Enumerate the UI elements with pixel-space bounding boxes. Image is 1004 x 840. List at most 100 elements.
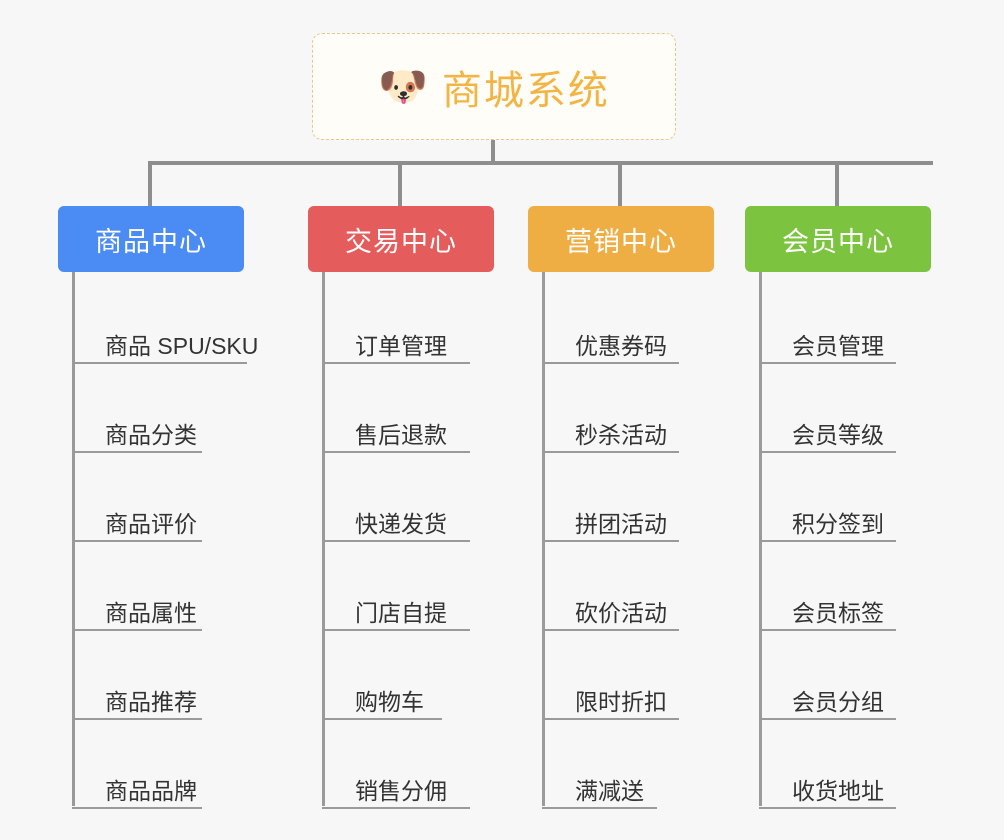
category-header-label: 交易中心 [345, 226, 457, 257]
leaf-item-label: 商品属性 [105, 599, 197, 626]
leaf-item-label: 积分签到 [792, 510, 884, 537]
connector-horizontal-bus [148, 161, 933, 165]
connector-drop-product-center [148, 161, 152, 206]
leaf-item-label: 会员管理 [792, 332, 884, 359]
leaf-item[interactable]: 会员标签 [745, 542, 931, 631]
leaf-item-label: 砍价活动 [575, 599, 667, 626]
leaf-item[interactable]: 订单管理 [308, 275, 494, 364]
leaf-item-underline [759, 629, 896, 631]
leaf-item-underline [759, 807, 896, 809]
root-node-title: 商城系统 [441, 68, 610, 113]
category-header-label: 会员中心 [782, 226, 894, 257]
leaf-item-label: 秒杀活动 [575, 421, 667, 448]
leaf-item-label: 商品推荐 [105, 688, 197, 715]
leaf-item-underline [759, 451, 896, 453]
leaf-item[interactable]: 优惠券码 [528, 275, 714, 364]
category-header-member-center[interactable]: 会员中心 [745, 206, 931, 272]
category-header-marketing-center[interactable]: 营销中心 [528, 206, 714, 272]
leaf-list-trade-center: 订单管理售后退款快递发货门店自提购物车销售分佣 [308, 272, 494, 809]
leaf-item-underline [322, 362, 470, 364]
leaf-item-label: 收货地址 [792, 777, 884, 804]
leaf-item[interactable]: 商品推荐 [58, 631, 258, 720]
connector-trunk-marketing-center [542, 272, 545, 806]
leaf-list-product-center: 商品 SPU/SKU 商品分类商品评价商品属性商品推荐商品品牌 [58, 272, 258, 809]
leaf-item-label: 销售分佣 [355, 777, 447, 804]
leaf-item-label: 售后退款 [355, 421, 447, 448]
leaf-item[interactable]: 商品属性 [58, 542, 258, 631]
leaf-item-label: 门店自提 [355, 599, 447, 626]
leaf-list-marketing-center: 优惠券码秒杀活动拼团活动砍价活动限时折扣满减送 [528, 272, 714, 809]
leaf-item[interactable]: 拼团活动 [528, 453, 714, 542]
leaf-item-underline [322, 540, 470, 542]
leaf-item-underline [542, 362, 679, 364]
leaf-item[interactable]: 砍价活动 [528, 542, 714, 631]
root-node-mall-system[interactable]: 🐶 商城系统 [312, 33, 676, 140]
leaf-item[interactable]: 商品 SPU/SKU [58, 275, 258, 364]
leaf-item-label: 优惠券码 [575, 332, 667, 359]
connector-drop-marketing-center [618, 161, 622, 206]
leaf-item-underline [759, 362, 896, 364]
leaf-item-label: 会员分组 [792, 688, 884, 715]
connector-trunk-trade-center [322, 272, 325, 806]
leaf-item-underline [542, 718, 679, 720]
leaf-item-label: 限时折扣 [575, 688, 667, 715]
leaf-item[interactable]: 会员分组 [745, 631, 931, 720]
leaf-item[interactable]: 商品品牌 [58, 720, 258, 809]
leaf-item[interactable]: 售后退款 [308, 364, 494, 453]
leaf-item[interactable]: 满减送 [528, 720, 714, 809]
leaf-item[interactable]: 积分签到 [745, 453, 931, 542]
leaf-item-underline [72, 362, 247, 364]
leaf-item-underline [322, 718, 442, 720]
leaf-item-underline [322, 629, 470, 631]
leaf-item-underline [72, 807, 202, 809]
leaf-item[interactable]: 门店自提 [308, 542, 494, 631]
column-marketing-center: 营销中心优惠券码秒杀活动拼团活动砍价活动限时折扣满减送 [528, 206, 714, 809]
leaf-item-underline [72, 629, 202, 631]
leaf-item-underline [72, 540, 202, 542]
leaf-item-underline [322, 451, 470, 453]
category-header-label: 商品中心 [95, 226, 207, 257]
leaf-item-label: 满减送 [575, 777, 644, 804]
leaf-item-underline [72, 451, 202, 453]
leaf-item[interactable]: 收货地址 [745, 720, 931, 809]
category-header-trade-center[interactable]: 交易中心 [308, 206, 494, 272]
leaf-list-member-center: 会员管理会员等级积分签到会员标签会员分组收货地址 [745, 272, 931, 809]
category-header-product-center[interactable]: 商品中心 [58, 206, 244, 272]
leaf-item-label: 拼团活动 [575, 510, 667, 537]
leaf-item-label: 订单管理 [355, 332, 447, 359]
leaf-item-underline [542, 629, 679, 631]
category-header-label: 营销中心 [565, 226, 677, 257]
leaf-item[interactable]: 商品评价 [58, 453, 258, 542]
leaf-item[interactable]: 限时折扣 [528, 631, 714, 720]
leaf-item[interactable]: 快递发货 [308, 453, 494, 542]
column-trade-center: 交易中心订单管理售后退款快递发货门店自提购物车销售分佣 [308, 206, 494, 809]
leaf-item-underline [759, 540, 896, 542]
shiba-dog-icon: 🐶 [378, 64, 428, 109]
connector-trunk-member-center [759, 272, 762, 806]
leaf-item[interactable]: 会员管理 [745, 275, 931, 364]
column-member-center: 会员中心会员管理会员等级积分签到会员标签会员分组收货地址 [745, 206, 931, 809]
leaf-item-underline [72, 718, 202, 720]
connector-root-stem [491, 140, 495, 164]
leaf-item[interactable]: 会员等级 [745, 364, 931, 453]
leaf-item-label: 快递发货 [355, 510, 447, 537]
leaf-item-underline [542, 540, 679, 542]
connector-drop-member-center [835, 161, 839, 206]
leaf-item-label: 商品 SPU/SKU [105, 332, 259, 359]
connector-drop-trade-center [398, 161, 402, 206]
leaf-item-label: 会员标签 [792, 599, 884, 626]
leaf-item-underline [759, 718, 896, 720]
leaf-item[interactable]: 秒杀活动 [528, 364, 714, 453]
leaf-item[interactable]: 商品分类 [58, 364, 258, 453]
leaf-item-label: 购物车 [355, 688, 424, 715]
leaf-item-label: 商品品牌 [105, 777, 197, 804]
leaf-item-underline [542, 451, 679, 453]
leaf-item-label: 商品分类 [105, 421, 197, 448]
leaf-item-label: 商品评价 [105, 510, 197, 537]
connector-trunk-product-center [72, 272, 75, 806]
leaf-item[interactable]: 销售分佣 [308, 720, 494, 809]
leaf-item[interactable]: 购物车 [308, 631, 494, 720]
leaf-item-underline [542, 807, 657, 809]
leaf-item-label: 会员等级 [792, 421, 884, 448]
